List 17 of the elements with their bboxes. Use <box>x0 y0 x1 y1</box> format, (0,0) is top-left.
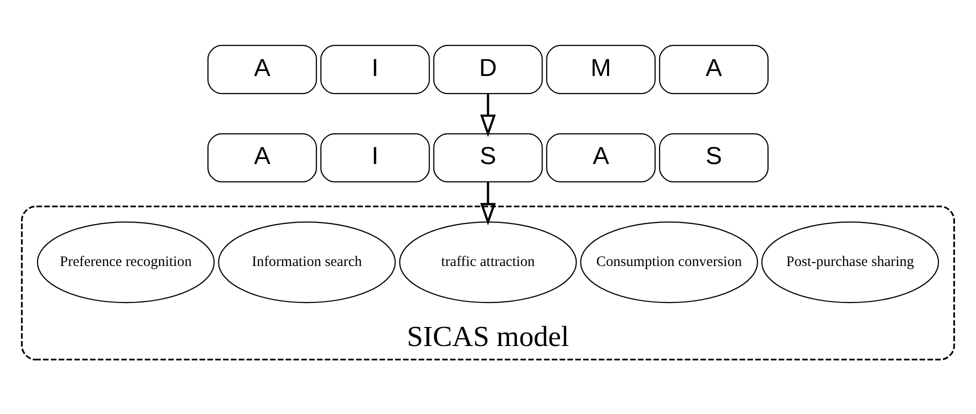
node-box: I <box>320 44 430 94</box>
node-box: A <box>207 44 317 94</box>
node-box: A <box>546 133 656 182</box>
arrow <box>480 94 496 137</box>
node-box: A <box>207 133 317 182</box>
node-box: M <box>546 44 656 94</box>
node-box: I <box>320 133 430 182</box>
node-ellipse: Preference recognition <box>36 222 215 304</box>
arrow <box>480 182 496 226</box>
node-ellipse: Post-purchase sharing <box>761 222 940 304</box>
node-ellipse: Information search <box>218 222 396 304</box>
node-ellipse: traffic attraction <box>399 222 577 304</box>
node-ellipse: Consumption conversion <box>580 222 758 304</box>
node-box: S <box>659 133 769 182</box>
node-box: D <box>433 44 543 94</box>
node-box: S <box>433 133 543 182</box>
node-box: A <box>659 44 769 94</box>
